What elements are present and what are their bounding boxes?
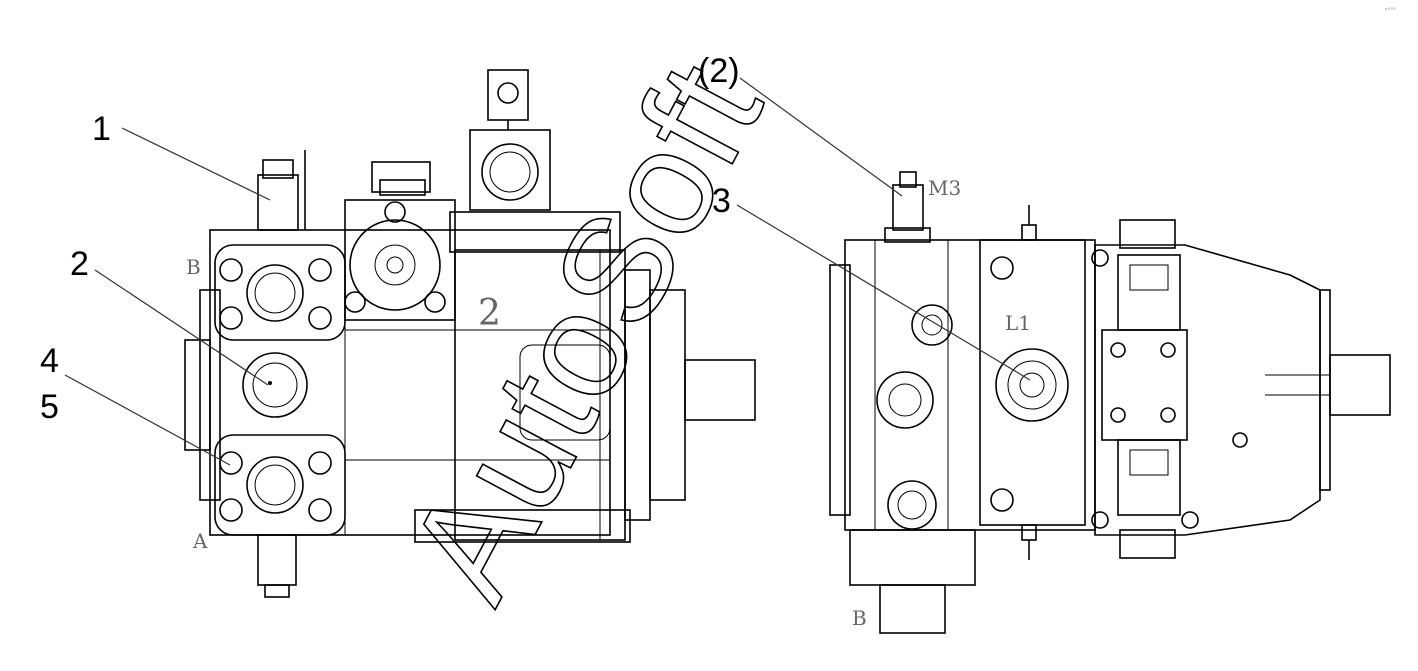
port-mark-l1: L1 — [1005, 311, 1031, 335]
body-mark-2: 2 — [478, 293, 501, 334]
port-mark-b-left: B — [186, 255, 201, 279]
left-pump — [184, 69, 756, 598]
right-pump — [829, 171, 1391, 634]
callout-3: 3 — [712, 182, 731, 220]
port-mark-m3: M3 — [928, 176, 961, 200]
port-mark-b-right: B — [852, 606, 867, 630]
corner-mark: ᵒ°°° — [1385, 7, 1396, 14]
callout-5: 5 — [40, 388, 59, 426]
port-mark-a-left: A — [192, 529, 208, 553]
callout-2: 2 — [70, 245, 89, 283]
callout-2-paren: (2) — [698, 52, 740, 90]
leader-lines — [64, 77, 1031, 466]
callout-1: 1 — [92, 110, 111, 148]
callout-4: 4 — [40, 342, 59, 380]
watermark: AutoSoft — [375, 38, 793, 625]
